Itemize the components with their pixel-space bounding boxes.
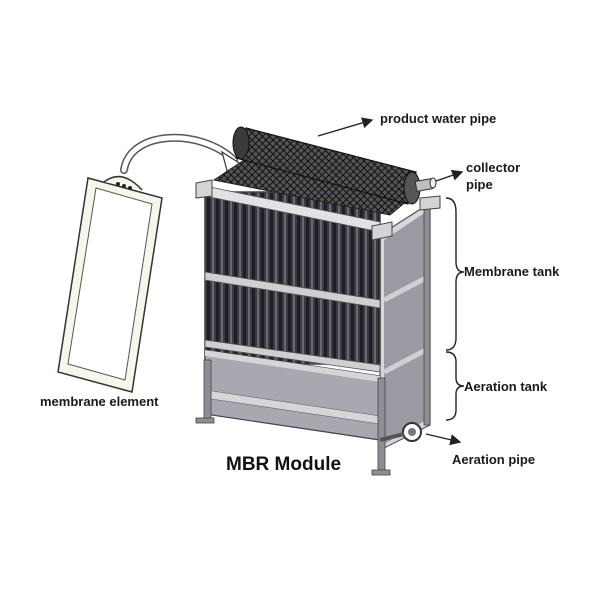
aeration-pipe-fitting xyxy=(379,422,422,442)
aeration-tank-brace xyxy=(445,351,465,421)
membrane-cassette xyxy=(204,185,381,373)
top-frame xyxy=(195,179,441,241)
membrane-element xyxy=(57,175,163,393)
collector-pipe xyxy=(414,177,437,192)
label-membrane-element: membrane element xyxy=(40,394,159,409)
membrane-tank-brace xyxy=(445,197,465,351)
module-side-frame xyxy=(379,201,431,451)
label-collector-line2: pipe xyxy=(466,177,493,192)
label-collector-line1: collector xyxy=(466,160,521,175)
label-aeration-tank: Aeration tank xyxy=(464,379,548,394)
element-arrow xyxy=(120,133,246,175)
label-membrane-tank: Membrane tank xyxy=(464,264,560,279)
diagram-title: MBR Module xyxy=(226,454,342,475)
product-water-pipe xyxy=(232,126,421,205)
label-product-water-pipe: product water pipe xyxy=(380,111,497,126)
label-aeration-pipe: Aeration pipe xyxy=(452,452,536,467)
aeration-tank-body xyxy=(204,349,381,441)
leader-arrows xyxy=(317,117,464,446)
